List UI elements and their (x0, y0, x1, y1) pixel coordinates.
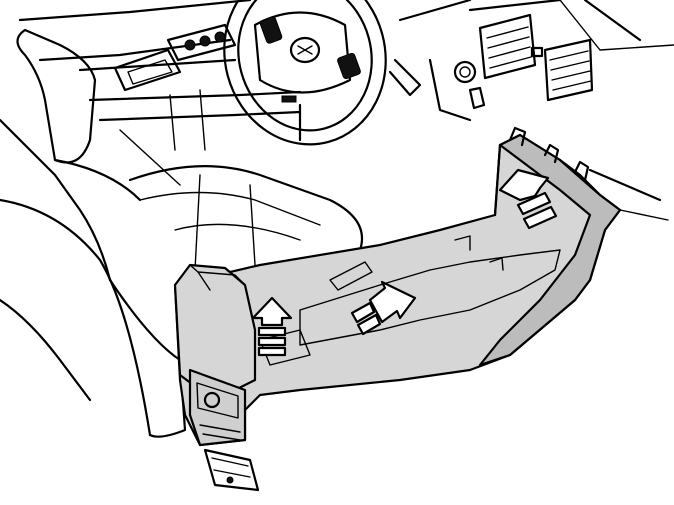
dashboard (18, 0, 674, 221)
steering-column (388, 58, 477, 97)
dash-switch-panel (166, 23, 237, 62)
air-vents (468, 13, 594, 110)
lift-arrow-icon (251, 296, 293, 357)
steering-wheel (223, 0, 387, 146)
dash-tray (113, 48, 182, 92)
slide-arrow-icon (350, 280, 417, 336)
lift-arrow-icon-rear (498, 168, 558, 230)
